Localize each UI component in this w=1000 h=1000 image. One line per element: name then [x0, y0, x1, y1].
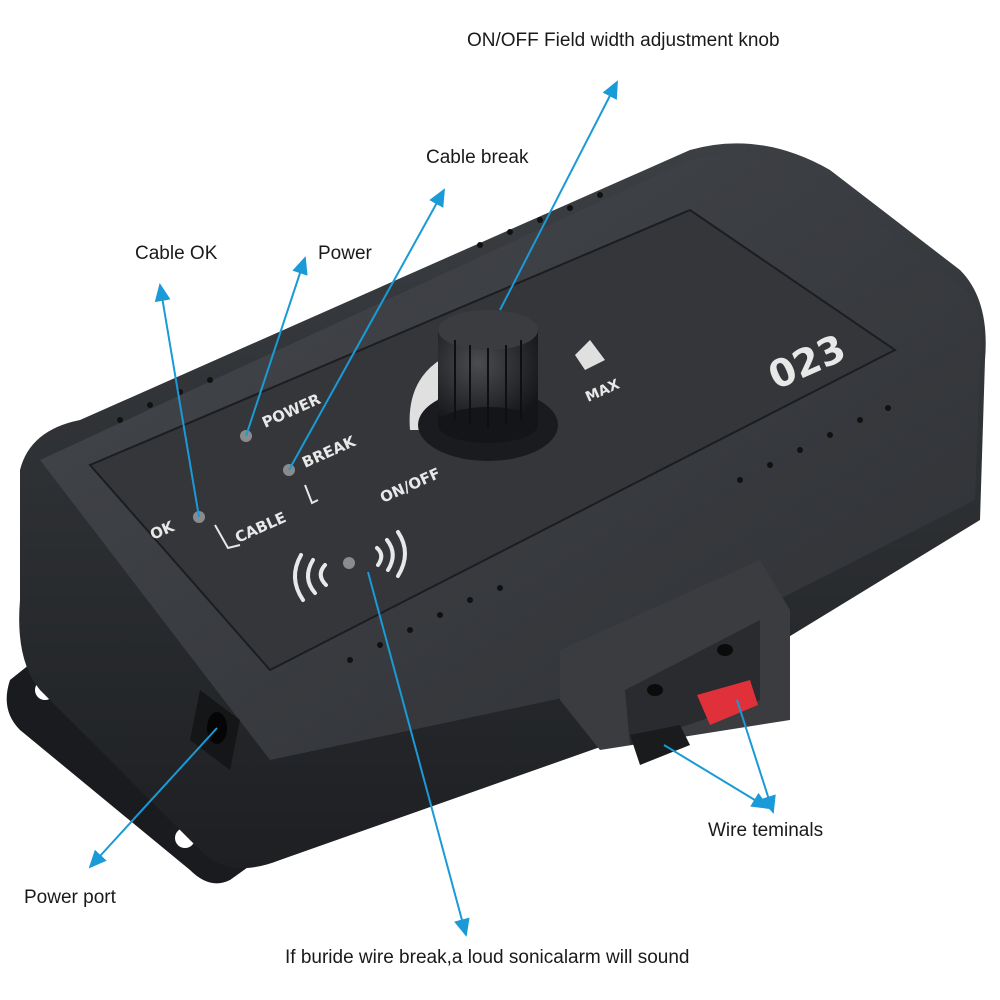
red-terminal-tab	[697, 680, 758, 725]
arrow-terminal-black	[663, 744, 770, 810]
callout-wire-terminals: Wire teminals	[708, 820, 824, 841]
sound-wave-icon	[293, 530, 407, 602]
arrow-power	[245, 256, 308, 437]
callout-power-port: Power port	[24, 887, 116, 908]
knob-max-marker	[575, 340, 605, 370]
black-terminal-tab	[630, 725, 690, 765]
arrow-terminal-red	[736, 699, 776, 814]
callout-cable-ok: Cable OK	[135, 243, 218, 264]
field-width-knob[interactable]	[418, 310, 558, 461]
arrow-power-port	[88, 727, 218, 869]
callout-arrows	[88, 80, 776, 937]
alarm-led	[343, 557, 355, 569]
arrow-cable-break	[288, 188, 445, 471]
callout-knob: ON/OFF Field width adjustment knob	[467, 30, 780, 51]
cable-bracket	[214, 484, 319, 550]
arrow-cable-ok	[154, 283, 200, 518]
arrow-alarm	[367, 571, 470, 937]
callout-cable-break: Cable break	[426, 147, 529, 168]
callout-alarm: If buride wire break,a loud sonicalarm w…	[285, 947, 690, 968]
arrow-knob	[499, 80, 618, 311]
callout-power: Power	[318, 243, 372, 264]
wire-terminal-block	[560, 560, 790, 765]
